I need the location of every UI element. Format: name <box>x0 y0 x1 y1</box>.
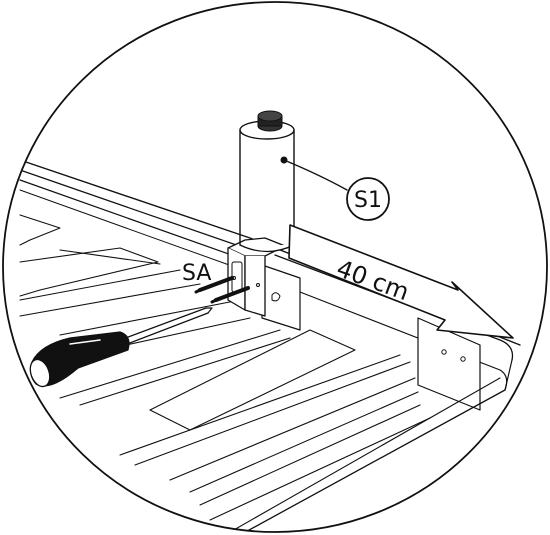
screwdriver-icon <box>29 307 213 388</box>
s1-leader-line <box>283 159 348 191</box>
s1-callout-circle <box>346 177 390 221</box>
measurement-arrow-icon <box>288 224 514 339</box>
sa-label: SA <box>182 261 211 286</box>
slats <box>19 214 431 521</box>
right-frame-rail <box>224 254 514 532</box>
adjustable-leg-support <box>227 110 295 317</box>
corner-bracket <box>261 264 301 331</box>
screws-sa <box>194 276 250 304</box>
s1-label: S1 <box>354 188 382 213</box>
